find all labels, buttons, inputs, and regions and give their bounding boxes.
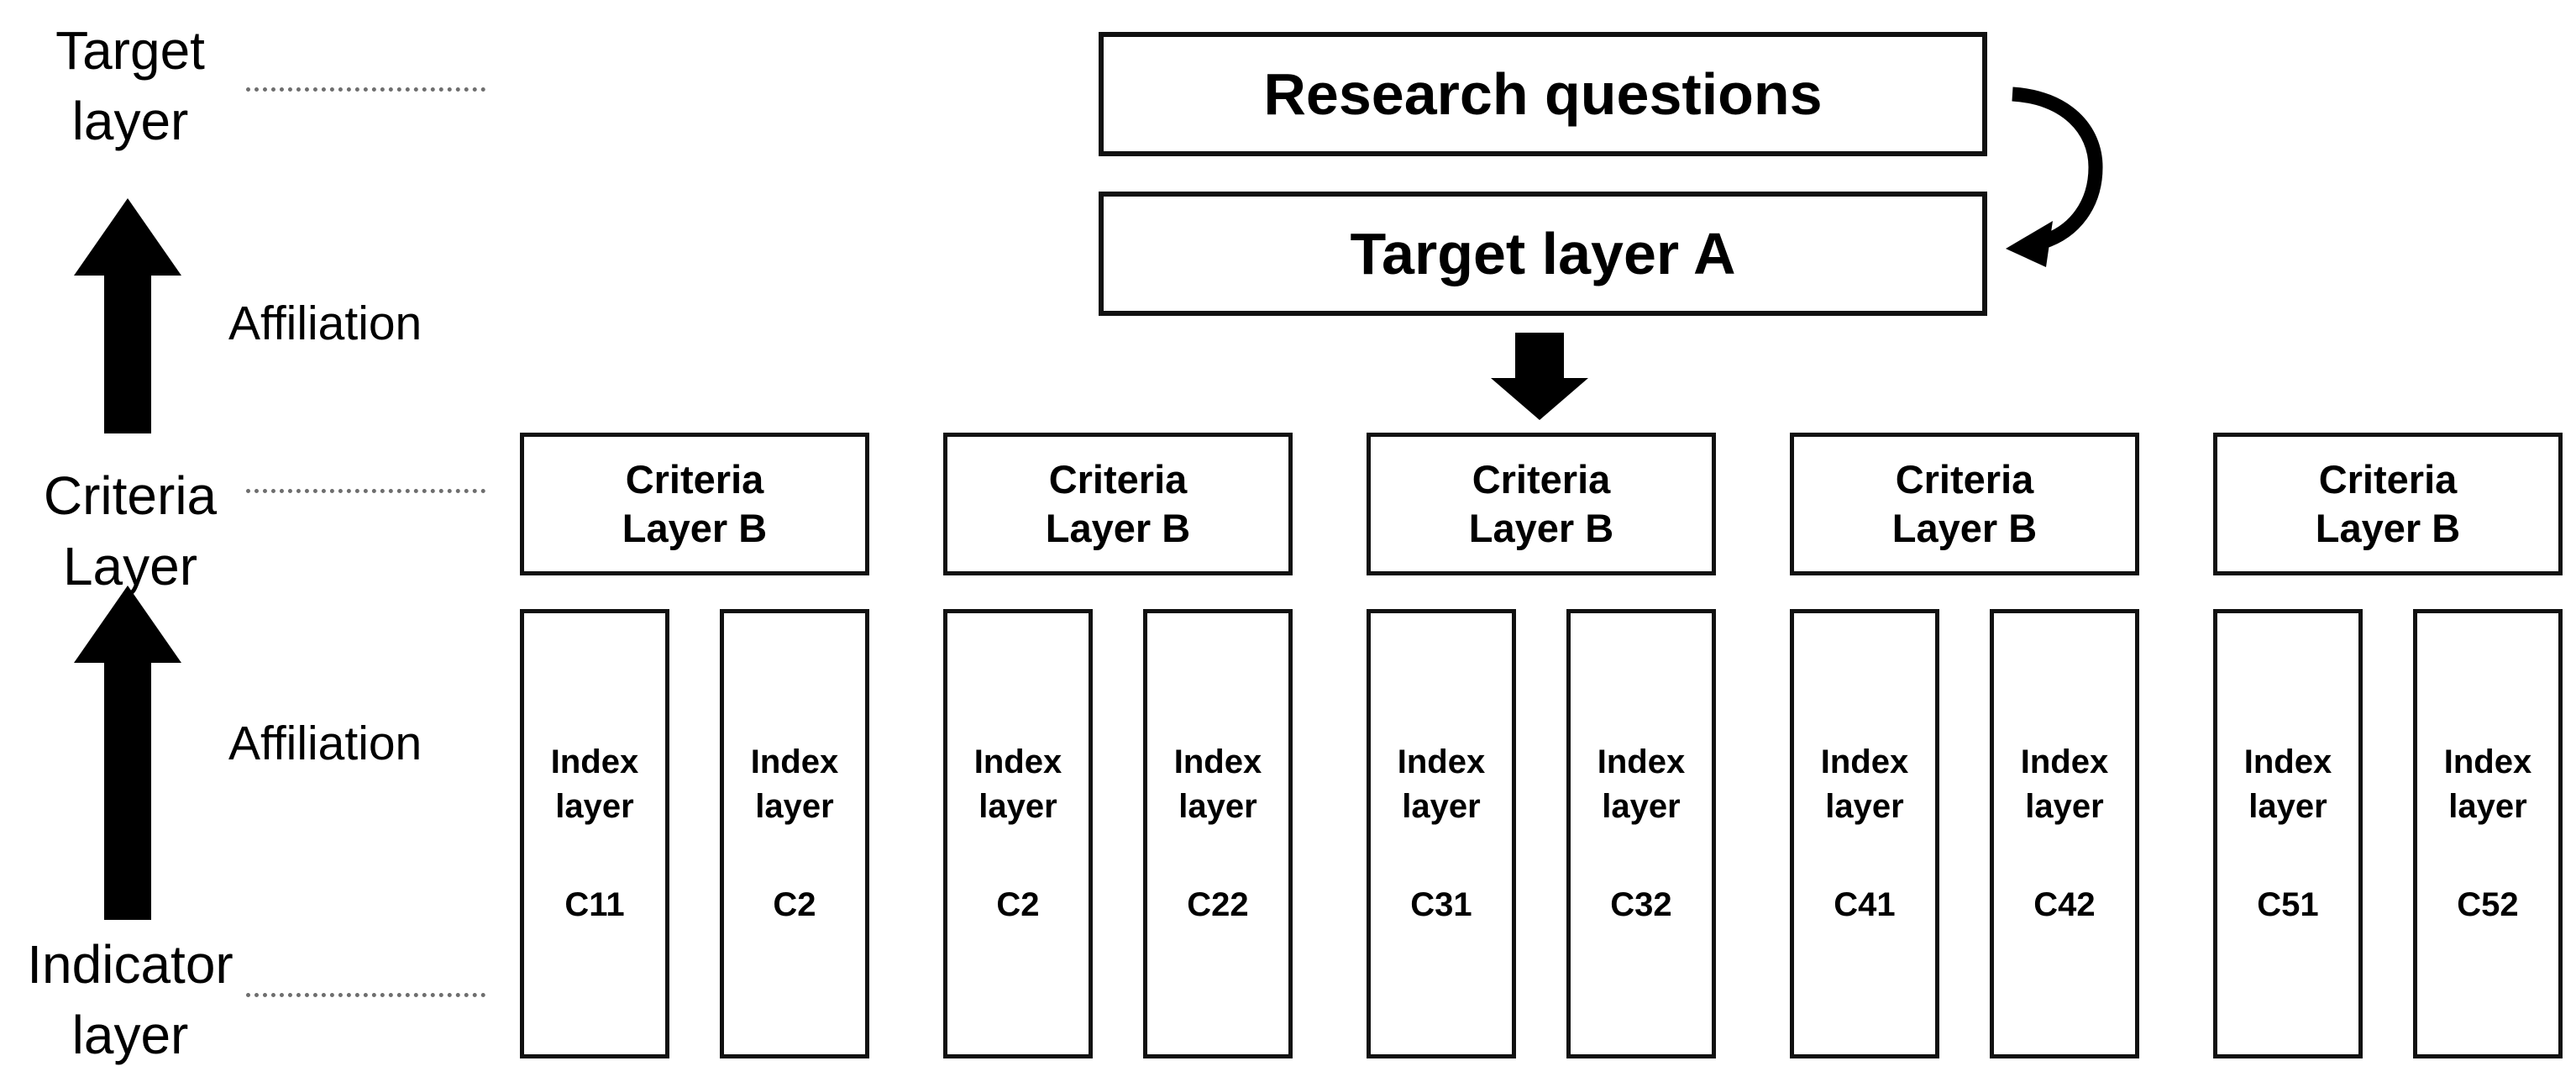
criteria-layer-box: Criteria Layer B [943, 433, 1293, 575]
index-box-code: C22 [1187, 886, 1249, 923]
index-box-line2: layer [2448, 788, 2527, 825]
up-arrow-shaft [104, 663, 151, 920]
index-box-code: C31 [1410, 886, 1472, 923]
down-arrow-head [1491, 378, 1588, 420]
index-box-line1: Index [973, 743, 1062, 780]
index-box-code: C2 [773, 886, 816, 923]
criteria-group: Criteria Layer B Index layer C31 Index l… [1367, 433, 1716, 1058]
target-layer-a-label: Target layer A [1350, 221, 1736, 286]
index-box-line1: Index [1173, 743, 1262, 780]
index-box-line1: Index [1397, 743, 1486, 780]
index-layer-box: Index layer C32 [1566, 609, 1716, 1058]
criteria-group: Criteria Layer B Index layer C2 Index la… [943, 433, 1293, 1058]
index-box-line2: layer [2248, 788, 2327, 825]
index-box-line1: Index [1820, 743, 1909, 780]
research-questions-box: Research questions [1099, 32, 1987, 156]
index-layer-box: Index layer C2 [720, 609, 869, 1058]
index-box-code: C32 [1610, 886, 1672, 923]
affiliation-label-lower: Affiliation [228, 717, 422, 770]
criteria-box-line1: Criteria [1048, 457, 1188, 502]
criteria-group: Criteria Layer B Index layer C11 Index l… [520, 433, 869, 1058]
criteria-box-line1: Criteria [2318, 457, 2458, 502]
index-layer-box: Index layer C11 [520, 609, 669, 1058]
index-layer-box: Index layer C42 [1990, 609, 2139, 1058]
criteria-layer-label: Criteria Layer [21, 460, 239, 601]
indicator-layer-label: Indicator layer [13, 929, 248, 1070]
curved-arrow-icon [2006, 87, 2103, 267]
index-box-code: C52 [2457, 886, 2519, 923]
index-box-code: C42 [2033, 886, 2096, 923]
index-box-line2: layer [1602, 788, 1681, 825]
criteria-group: Criteria Layer B Index layer C41 Index l… [1790, 433, 2139, 1058]
target-layer-dotted-line [246, 87, 485, 92]
index-box-code: C41 [1834, 886, 1896, 923]
index-box-line2: layer [1825, 788, 1904, 825]
criteria-box-line2: Layer B [622, 506, 768, 550]
index-box-line1: Index [2020, 743, 2109, 780]
up-arrow-head [74, 198, 181, 276]
index-box-code: C2 [996, 886, 1040, 923]
indicator-layer-label-line1: Indicator [27, 934, 233, 995]
index-layer-box: Index layer C22 [1143, 609, 1293, 1058]
index-box-code: C51 [2257, 886, 2319, 923]
index-layer-box: Index layer C31 [1367, 609, 1516, 1058]
indicator-layer-label-line2: layer [71, 1005, 189, 1065]
affiliation-label-upper: Affiliation [228, 297, 422, 350]
criteria-box-line1: Criteria [1472, 457, 1611, 502]
index-layer-box: Index layer C2 [943, 609, 1093, 1058]
index-layer-box: Index layer C52 [2413, 609, 2563, 1058]
up-arrow-icon [74, 586, 181, 920]
target-layer-label-line1: Target [55, 20, 205, 81]
index-box-line2: layer [755, 788, 834, 825]
target-layer-label-line2: layer [71, 91, 189, 151]
up-arrow-shaft [104, 276, 151, 433]
criteria-group: Criteria Layer B Index layer C51 Index l… [2213, 433, 2563, 1058]
index-box-line2: layer [555, 788, 634, 825]
index-box-line1: Index [2243, 743, 2332, 780]
criteria-box-line1: Criteria [625, 457, 764, 502]
index-layer-box: Index layer C51 [2213, 609, 2363, 1058]
research-questions-label: Research questions [1263, 61, 1823, 127]
criteria-box-line2: Layer B [2315, 506, 2461, 550]
down-arrow-shaft [1515, 333, 1564, 378]
index-box-code: C11 [564, 886, 625, 923]
target-layer-a-box: Target layer A [1099, 192, 1987, 316]
criteria-box-line1: Criteria [1895, 457, 2034, 502]
criteria-layer-box: Criteria Layer B [520, 433, 869, 575]
target-layer-label: Target layer [21, 15, 239, 156]
index-box-line2: layer [1178, 788, 1257, 825]
up-arrow-head [74, 586, 181, 663]
index-box-line1: Index [550, 743, 639, 780]
indicator-layer-dotted-line [246, 993, 485, 997]
index-box-line2: layer [978, 788, 1057, 825]
down-arrow-icon [1491, 333, 1588, 420]
up-arrow-icon [74, 198, 181, 433]
index-box-line2: layer [1402, 788, 1481, 825]
criteria-layer-box: Criteria Layer B [2213, 433, 2563, 575]
criteria-box-line2: Layer B [1045, 506, 1191, 550]
criteria-layer-label-line1: Criteria [43, 465, 218, 526]
criteria-layer-box: Criteria Layer B [1790, 433, 2139, 575]
index-box-line2: layer [2025, 788, 2104, 825]
index-layer-box: Index layer C41 [1790, 609, 1939, 1058]
criteria-box-line2: Layer B [1891, 506, 2038, 550]
index-box-line1: Index [2443, 743, 2532, 780]
criteria-layer-box: Criteria Layer B [1367, 433, 1716, 575]
index-box-line1: Index [1597, 743, 1686, 780]
index-box-line1: Index [750, 743, 839, 780]
criteria-box-line2: Layer B [1468, 506, 1614, 550]
criteria-layer-dotted-line [246, 489, 485, 493]
